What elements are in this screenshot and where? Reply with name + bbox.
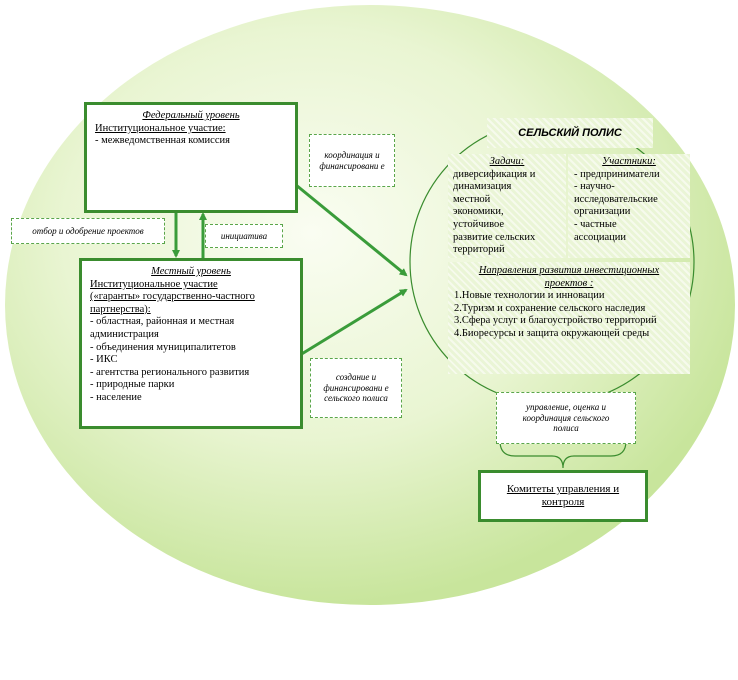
polis-directions-title: Направления развития инвестиционных прое… (478, 265, 660, 289)
polis-task-line: динамизация (453, 181, 512, 193)
polis-tasks-box: Задачи: диверсификация и динамизация мес… (448, 154, 566, 258)
polis-task-line: местной (453, 193, 491, 205)
local-item: - областная, районная и местная (90, 316, 235, 328)
local-item: - население (90, 391, 142, 403)
arrow-federal-to-polis (295, 183, 408, 277)
polis-title: СЕЛЬСКИЙ ПОЛИС (518, 127, 622, 139)
local-title: Местный уровень (151, 266, 231, 277)
local-item: - ИКС (90, 354, 118, 366)
local-subtitle-line: партнерства): (90, 303, 151, 315)
flow-selection-label: отбор и одобрение проектов (11, 218, 165, 244)
local-item: - объединения муниципалитетов (90, 341, 236, 353)
polis-participant-line: - частные (574, 218, 617, 230)
federal-subtitle: Институциональное участие: (95, 122, 226, 134)
polis-task-line: устойчивое (453, 218, 505, 230)
flow-initiative-label: инициатива (205, 224, 283, 248)
polis-task-line: диверсификация и (453, 168, 536, 180)
flow-coordination-text: координация и финансировани е (319, 150, 385, 171)
polis-participants-title: Участники: (602, 156, 656, 167)
local-item: администрация (90, 328, 159, 340)
flow-initiative-text: инициатива (220, 230, 268, 241)
polis-direction-item: 1.Новые технологии и инновации (454, 290, 605, 302)
federal-item: - межведомственная комиссия (95, 135, 230, 147)
federal-level-box: Федеральный уровень Институциональное уч… (84, 102, 298, 213)
arrow-local-to-polis (299, 288, 408, 357)
flow-creation-label: создание и финансировани е сельского пол… (310, 358, 402, 418)
polis-participant-line: ассоциации (574, 231, 626, 243)
polis-participants-box: Участники: - предприниматели - научно- и… (568, 154, 690, 258)
polis-direction-item: 4.Биоресурсы и защита окружающей среды (454, 327, 650, 339)
flow-selection-text: отбор и одобрение проектов (32, 225, 144, 236)
flow-management-label: управление, оценка и координация сельско… (496, 392, 636, 444)
committee-text: Комитеты управления и контроля (506, 482, 620, 508)
flow-creation-text: создание и финансировани е сельского пол… (323, 372, 389, 404)
polis-task-line: территорий (453, 244, 505, 256)
flow-coordination-label: координация и финансировани е (309, 134, 395, 187)
local-subtitle-line: Институциональное участие (90, 278, 218, 290)
polis-tasks-title: Задачи: (489, 156, 525, 167)
federal-title: Федеральный уровень (142, 110, 240, 121)
polis-direction-item: 2.Туризм и сохранение сельского наследия (454, 302, 646, 314)
polis-participant-line: - научно- (574, 181, 615, 193)
polis-title-box: СЕЛЬСКИЙ ПОЛИС (487, 118, 653, 148)
committee-box: Комитеты управления и контроля (478, 470, 648, 522)
polis-participant-line: - предприниматели (574, 168, 660, 180)
polis-participant-line: организации (574, 206, 631, 218)
local-level-box: Местный уровень Институциональное участи… (79, 258, 303, 429)
brace-to-committee (499, 440, 627, 469)
polis-directions-box: Направления развития инвестиционных прое… (448, 262, 690, 374)
flow-management-text: управление, оценка и координация сельско… (522, 402, 610, 434)
local-item: - природные парки (90, 379, 175, 391)
polis-task-line: развитие сельских (453, 231, 536, 243)
polis-direction-item: 3.Сфера услуг и благоустройство территор… (454, 315, 657, 327)
local-subtitle-line: («гаранты» государственно-частного (90, 291, 255, 303)
polis-participant-line: исследовательские (574, 193, 658, 205)
polis-task-line: экономики, (453, 206, 504, 218)
local-item: - агентства регионального развития (90, 366, 250, 378)
